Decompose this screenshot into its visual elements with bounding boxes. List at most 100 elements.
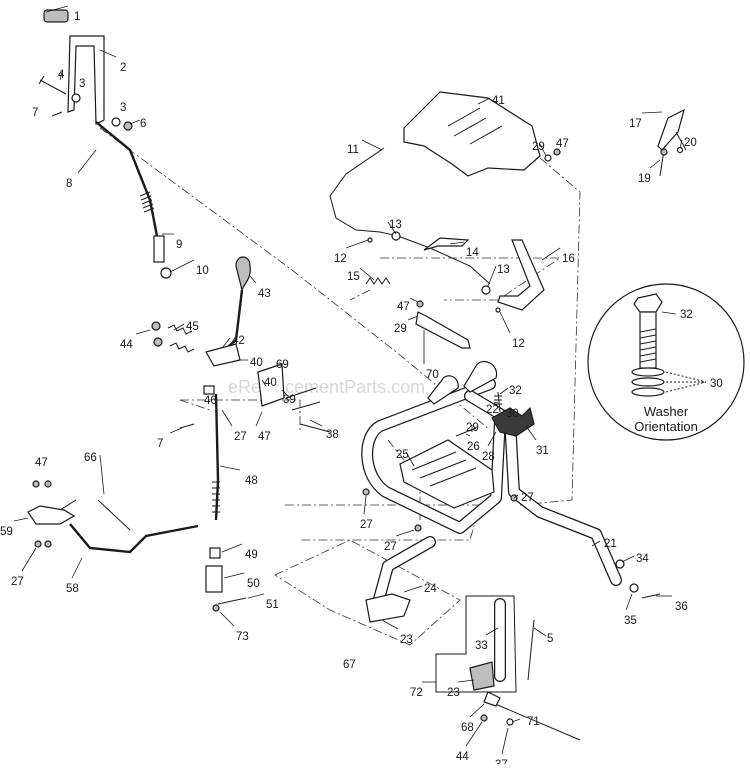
callout-72: 72 — [410, 687, 423, 699]
callout-47: 47 — [556, 138, 569, 150]
callout-leader — [641, 111, 663, 114]
callout-leader — [405, 451, 415, 467]
callout-38: 38 — [326, 429, 339, 441]
callout-47: 47 — [35, 457, 48, 469]
callout-leader — [219, 611, 235, 627]
frame-tray-25 — [399, 439, 495, 509]
callout-leader — [249, 275, 257, 284]
bolts-38-39 — [285, 387, 331, 433]
callout-leader — [493, 401, 499, 404]
tube-end-b — [427, 375, 459, 405]
callout-23: 23 — [400, 634, 413, 646]
callout-leader — [403, 585, 423, 593]
callout-leader — [457, 679, 475, 683]
callout-29: 29 — [394, 323, 407, 335]
callout-12: 12 — [512, 338, 525, 350]
callout-42: 42 — [232, 335, 245, 347]
callout-50: 50 — [247, 578, 260, 590]
callout-39: 39 — [283, 394, 296, 406]
washer-3 — [71, 93, 81, 103]
callout-leader — [261, 379, 267, 387]
callout-leader — [221, 409, 233, 427]
callout-leader — [59, 71, 63, 81]
callout-26: 26 — [467, 441, 480, 453]
bolt-22 — [494, 391, 502, 413]
callout-27: 27 — [521, 492, 534, 504]
callout-leader — [649, 159, 661, 169]
block-46 — [203, 385, 215, 395]
kit-box — [435, 595, 517, 693]
callout-8: 8 — [66, 178, 72, 190]
callout-45: 45 — [186, 321, 199, 333]
bracket-tab — [59, 499, 77, 511]
left-linkage — [27, 480, 199, 554]
callout-44: 44 — [456, 751, 469, 763]
clip-20 — [676, 146, 684, 154]
callout-leader — [381, 619, 399, 630]
callout-leader — [255, 411, 263, 427]
nut-6 — [123, 121, 133, 131]
callout-leader — [221, 543, 243, 553]
callout-17: 17 — [629, 118, 642, 130]
callout-leader — [45, 5, 69, 13]
spring-45a — [167, 324, 193, 335]
callout-leader — [99, 454, 105, 495]
callout-49: 49 — [245, 549, 258, 561]
callout-34: 34 — [636, 553, 649, 565]
callout-leader — [309, 419, 323, 427]
callout-leader — [469, 703, 485, 718]
callout-58: 58 — [66, 583, 79, 595]
clip-17 — [657, 108, 685, 151]
pad-23b — [469, 661, 495, 691]
nut-27e — [44, 540, 52, 548]
callout-59: 59 — [0, 526, 13, 538]
callout-1: 1 — [74, 11, 80, 23]
washer-c — [631, 387, 665, 397]
bracket-59 — [27, 505, 76, 525]
bolt-51 — [217, 597, 247, 605]
callout-2: 2 — [120, 62, 126, 74]
pin-7 — [51, 111, 63, 117]
callout-40: 40 — [264, 377, 277, 389]
callout-66: 66 — [84, 452, 97, 464]
callout-14: 14 — [466, 247, 479, 259]
callout-48: 48 — [245, 475, 258, 487]
pin-7b — [179, 423, 195, 429]
callout-20: 20 — [684, 137, 697, 149]
washer-3b — [111, 117, 121, 127]
callout-24: 24 — [424, 583, 437, 595]
callout-29: 29 — [532, 141, 545, 153]
callout-leader — [71, 557, 83, 579]
callout-40: 40 — [250, 357, 263, 369]
block-50 — [205, 565, 223, 593]
callout-16: 16 — [562, 253, 575, 265]
callout-leader — [359, 267, 375, 281]
callout-leader — [281, 389, 291, 399]
callout-leader — [247, 593, 265, 599]
detail-caption-line1: Washer — [644, 404, 689, 419]
callout-28: 28 — [482, 451, 495, 463]
bolt-36 — [641, 593, 661, 599]
callout-leader — [221, 337, 231, 349]
callout-3: 3 — [79, 78, 85, 90]
screw-47 — [416, 300, 424, 308]
washer-35 — [629, 583, 639, 593]
callout-leader — [135, 329, 151, 335]
callout-leader — [465, 721, 483, 747]
callout-leader — [511, 718, 521, 723]
ferrule-12 — [367, 237, 373, 243]
nut-13b — [481, 285, 491, 295]
bolt-26 — [455, 427, 477, 437]
cable-11 — [329, 147, 399, 237]
callout-31: 31 — [536, 445, 549, 457]
pedal-pad — [43, 9, 69, 23]
callout-21: 21 — [604, 538, 617, 550]
callout-leader — [487, 265, 497, 287]
callout-30: 30 — [506, 408, 519, 420]
callout-5: 5 — [547, 633, 553, 645]
tray-ribs — [411, 451, 477, 487]
bracket-29 — [415, 311, 471, 349]
